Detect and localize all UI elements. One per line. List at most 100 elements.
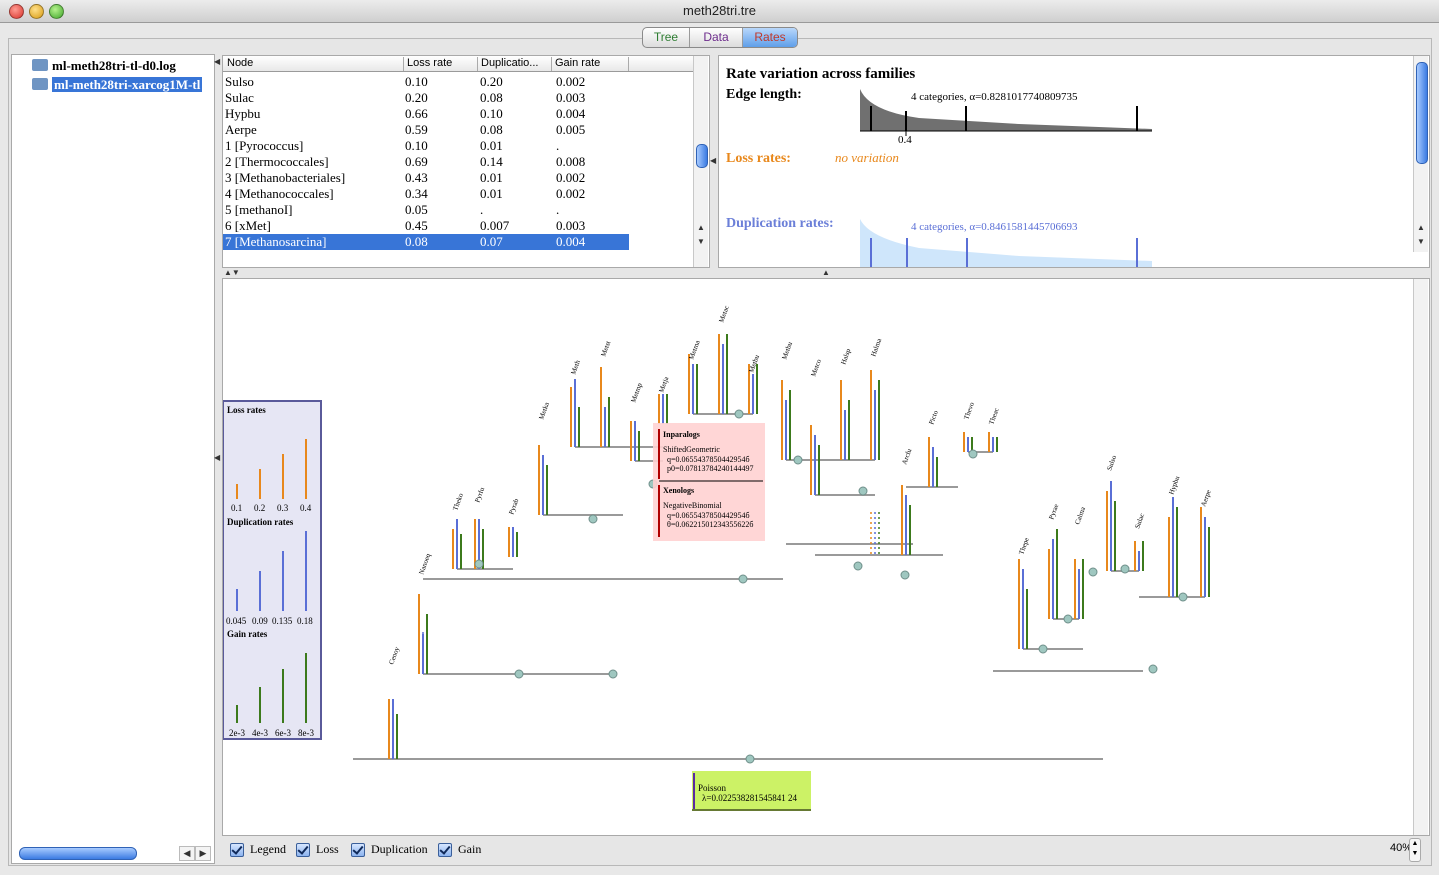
taxon-label[interactable]: Theko bbox=[451, 492, 465, 512]
taxon-label[interactable]: Cenoy bbox=[387, 645, 401, 665]
scroll-left-icon[interactable]: ◀ bbox=[179, 846, 195, 861]
tree-node[interactable] bbox=[1063, 614, 1073, 624]
taxon-label[interactable]: Thevo bbox=[962, 401, 976, 421]
scroll-thumb[interactable] bbox=[696, 144, 708, 168]
tab-rates[interactable]: Rates bbox=[743, 28, 797, 47]
tree-node[interactable] bbox=[1178, 592, 1188, 602]
scroll-right-icon[interactable]: ▶ bbox=[195, 846, 211, 861]
split-collapse-icon[interactable]: ▲ bbox=[822, 268, 830, 277]
duplication-checkbox[interactable]: Duplication bbox=[351, 842, 428, 857]
tab-tree[interactable]: Tree bbox=[643, 28, 690, 47]
tab-data[interactable]: Data bbox=[690, 28, 743, 47]
taxon-label[interactable]: Pyrfu bbox=[473, 486, 486, 504]
legend-checkbox[interactable]: Legend bbox=[230, 842, 286, 857]
loss-checkbox[interactable]: Loss bbox=[296, 842, 339, 857]
taxon-label[interactable]: Theac bbox=[987, 407, 1000, 426]
col-header-gain[interactable]: Gain rate bbox=[551, 57, 629, 71]
taxon-label[interactable]: Aerpe bbox=[1199, 489, 1212, 508]
tree-node[interactable] bbox=[1148, 664, 1158, 674]
zoom-window-button[interactable] bbox=[49, 4, 64, 19]
taxon-label[interactable]: Metco bbox=[809, 358, 823, 378]
table-vscrollbar[interactable]: ▲ ▼ bbox=[693, 56, 708, 267]
taxon-label[interactable]: Pyrae bbox=[1047, 503, 1060, 521]
tree-node[interactable] bbox=[734, 409, 744, 419]
taxon-label[interactable]: Hypbu bbox=[1167, 475, 1181, 496]
close-window-button[interactable] bbox=[9, 4, 24, 19]
tree-node[interactable] bbox=[745, 754, 755, 764]
split-collapse-icon[interactable]: ◀ bbox=[214, 453, 221, 462]
tree-node[interactable] bbox=[474, 559, 484, 569]
scroll-up-icon[interactable]: ▲ bbox=[697, 223, 705, 232]
tree-node[interactable] bbox=[738, 574, 748, 584]
taxon-label[interactable]: Halma bbox=[869, 337, 883, 358]
scroll-down-icon[interactable]: ▼ bbox=[1417, 237, 1425, 246]
col-header-dup[interactable]: Duplicatio... bbox=[477, 57, 552, 71]
tree-node[interactable] bbox=[514, 669, 524, 679]
split-expand-icon[interactable]: ▲▼ bbox=[224, 268, 240, 277]
minimize-window-button[interactable] bbox=[29, 4, 44, 19]
duplication-checkbox-label: Duplication bbox=[371, 842, 428, 856]
col-header-loss[interactable]: Loss rate bbox=[403, 57, 478, 71]
taxon-label[interactable]: Sulac bbox=[1133, 512, 1146, 529]
table-cell: 0.007 bbox=[480, 218, 510, 233]
tree-node[interactable] bbox=[900, 570, 910, 580]
file-item-selected[interactable]: ml-meth28tri-xarcog1M-tl bbox=[32, 77, 203, 93]
taxon-label[interactable]: Arcfu bbox=[900, 447, 913, 466]
scroll-up-icon[interactable]: ▲ bbox=[1417, 223, 1425, 232]
taxon-label[interactable]: Nanoeq bbox=[417, 552, 432, 576]
taxon-label[interactable]: Picto bbox=[927, 409, 940, 426]
taxon-label[interactable]: Metmp bbox=[629, 381, 644, 403]
col-header-node[interactable]: Node bbox=[223, 57, 404, 71]
tree-node[interactable] bbox=[858, 486, 868, 496]
table-cell: 0.004 bbox=[556, 234, 586, 249]
tree-node[interactable] bbox=[1120, 564, 1130, 574]
zoom-stepper[interactable]: ▲▼ bbox=[1409, 838, 1421, 862]
tree-node[interactable] bbox=[853, 561, 863, 571]
taxon-label[interactable]: Calma bbox=[1073, 505, 1087, 526]
loss-variation-value: no variation bbox=[835, 150, 899, 165]
tree-node[interactable] bbox=[1088, 567, 1098, 577]
taxon-label[interactable]: Metja bbox=[657, 375, 670, 394]
taxon-label[interactable]: Metst bbox=[599, 340, 612, 358]
split-collapse-icon[interactable]: ◀ bbox=[710, 156, 717, 165]
window-title: meth28tri.tre bbox=[683, 3, 756, 18]
tree-node[interactable] bbox=[968, 449, 978, 459]
rate-panel-vscrollbar[interactable]: ▲ ▼ bbox=[1413, 56, 1428, 252]
tree-node[interactable] bbox=[588, 514, 598, 524]
table-row[interactable]: 5 [methanoI]0.05.. bbox=[223, 202, 628, 218]
edge-length-distribution bbox=[860, 89, 1152, 131]
table-cell: 0.43 bbox=[405, 170, 428, 185]
edge-tick-label: 0.4 bbox=[898, 134, 912, 146]
taxon-label[interactable]: Thepe bbox=[1017, 537, 1031, 556]
taxon-label[interactable]: Halsp bbox=[839, 347, 852, 366]
taxon-label[interactable]: Metbu bbox=[780, 340, 794, 360]
taxon-label[interactable]: Sulso bbox=[1105, 454, 1118, 472]
scroll-thumb[interactable] bbox=[19, 847, 137, 860]
file-browser-hscrollbar[interactable]: ◀ ▶ bbox=[15, 845, 211, 861]
tree-node[interactable] bbox=[1038, 644, 1048, 654]
taxon-label[interactable]: Metka bbox=[537, 400, 551, 420]
split-collapse-icon[interactable]: ◀ bbox=[214, 57, 221, 66]
tree-node[interactable] bbox=[793, 455, 803, 465]
tree-node[interactable] bbox=[608, 669, 618, 679]
taxon-label[interactable]: Metbu bbox=[747, 353, 761, 373]
taxon-label[interactable]: Meth bbox=[569, 359, 582, 376]
scroll-down-icon[interactable]: ▼ bbox=[697, 237, 705, 246]
taxon-label[interactable]: Metma bbox=[687, 338, 702, 360]
taxon-label[interactable]: Metac bbox=[717, 305, 731, 324]
taxon-label[interactable]: Pyrab bbox=[507, 497, 520, 516]
tree-vscrollbar[interactable] bbox=[1413, 279, 1428, 835]
file-item[interactable]: ml-meth28tri-tl-d0.log bbox=[32, 58, 176, 74]
scroll-thumb[interactable] bbox=[1416, 62, 1428, 164]
gain-checkbox[interactable]: Gain bbox=[438, 842, 481, 857]
